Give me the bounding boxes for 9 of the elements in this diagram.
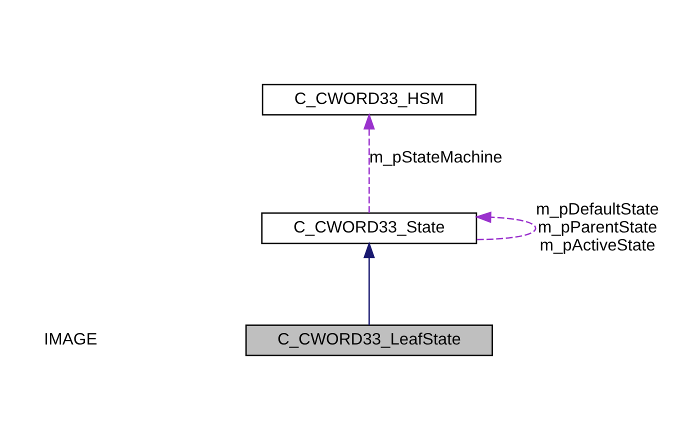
- label: IMAGE: [44, 330, 98, 349]
- arrow: [474, 211, 536, 240]
- node-box: C_CWORD33_HSM: [262, 84, 476, 116]
- edge-label: m_pStateMachine: [369, 148, 502, 166]
- edge-label: m_pDefaultState m_pParentState m_pActiveState: [536, 200, 659, 254]
- node-box: C_CWORD33_State: [261, 212, 478, 244]
- arrow: [363, 112, 375, 213]
- arrow: [363, 242, 375, 326]
- node-box: C_CWORD33_LeafState: [245, 324, 493, 356]
